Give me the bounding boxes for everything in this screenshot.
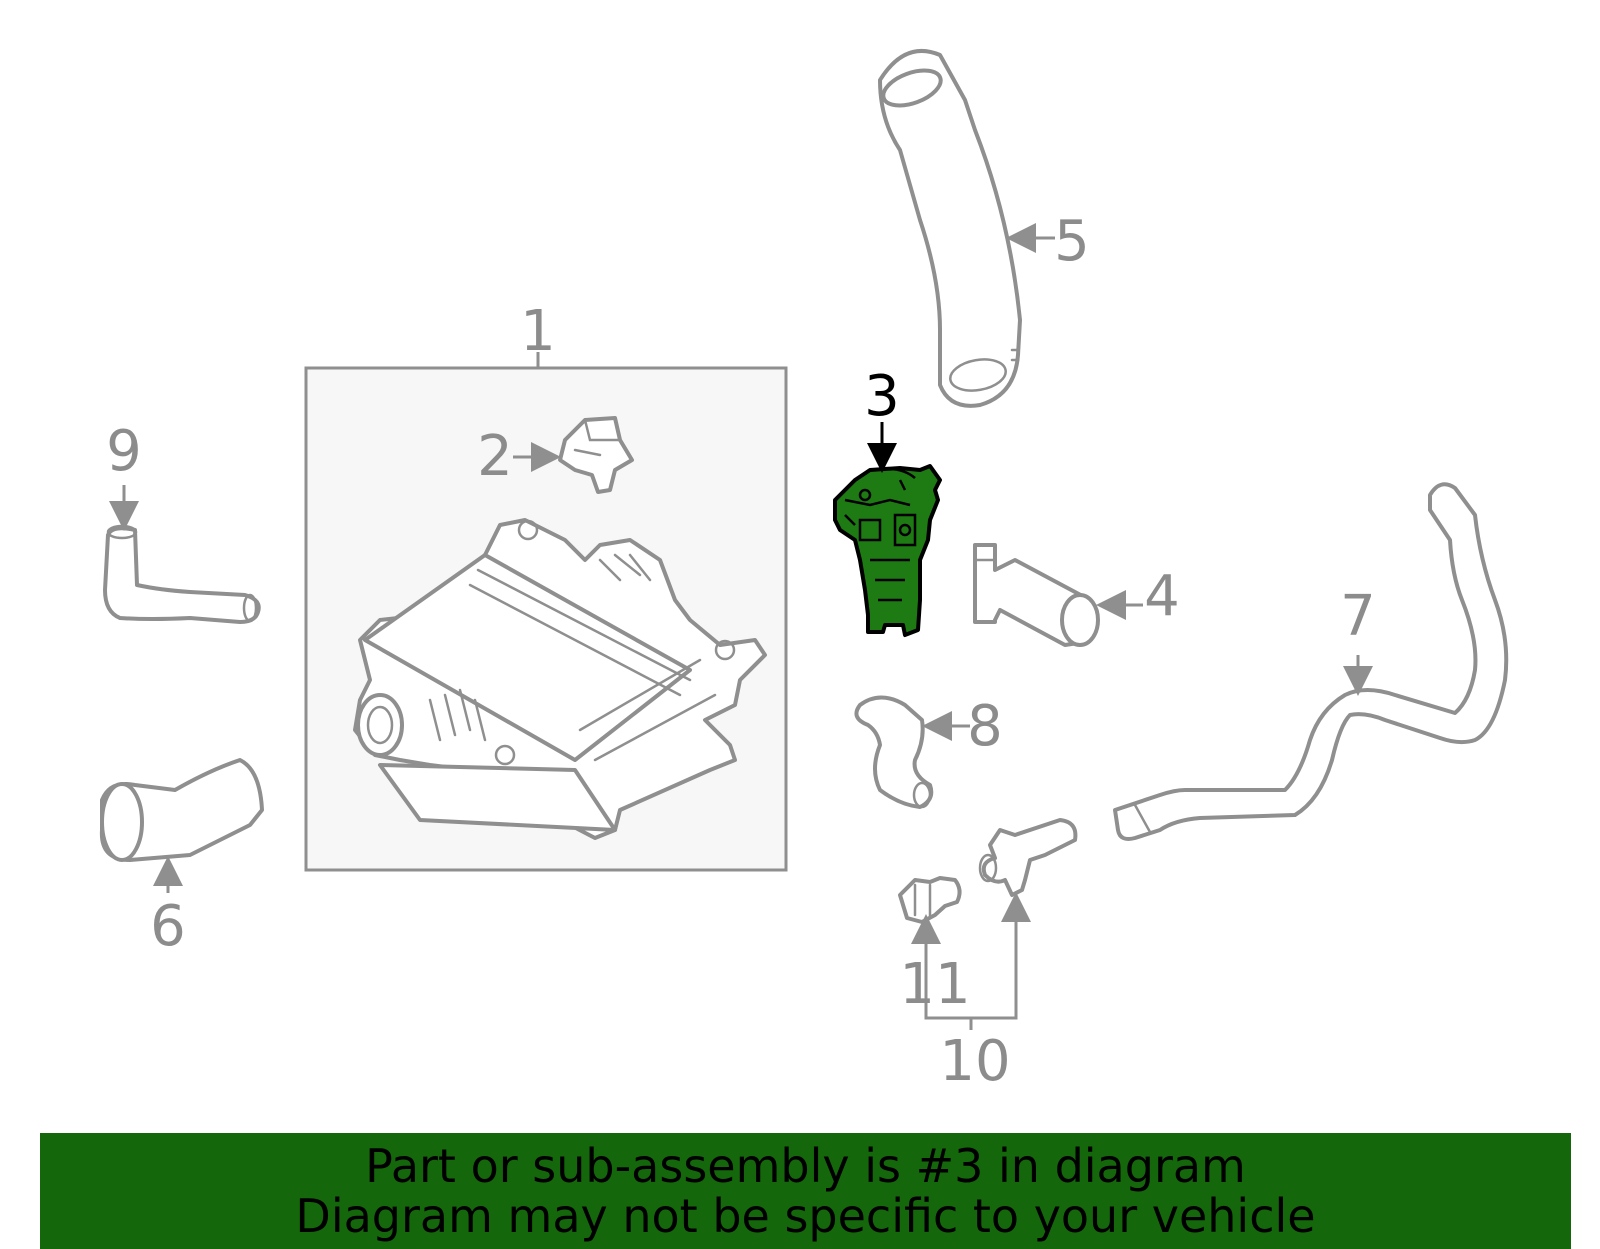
part-6-elbow-drawing: [99, 758, 264, 893]
callout-7: 7: [1340, 584, 1376, 649]
part-10-fitting-drawing: [978, 818, 1078, 897]
callout-11: 11: [899, 952, 970, 1017]
info-banner: Part or sub-assembly is #3 in diagram Di…: [40, 1133, 1571, 1249]
part-7-hose-drawing: [1113, 482, 1509, 841]
callout-8: 8: [967, 694, 1003, 759]
callout-1: 1: [520, 299, 556, 364]
banner-line-1: Part or sub-assembly is #3 in diagram: [365, 1139, 1246, 1193]
callout-2: 2: [477, 424, 513, 489]
callout-5: 5: [1054, 209, 1090, 274]
callout-4: 4: [1144, 564, 1180, 629]
callout-9: 9: [106, 419, 142, 484]
callout-6: 6: [150, 894, 186, 959]
part-11-plug-drawing: [898, 876, 962, 924]
callout-10: 10: [939, 1029, 1010, 1094]
part-3-highlighted-drawing: [833, 422, 942, 637]
part-9-hose-drawing: [103, 485, 261, 624]
part-8-hose-drawing: [854, 695, 970, 809]
banner-line-2: Diagram may not be specific to your vehi…: [295, 1189, 1316, 1243]
leader-10-11: [911, 892, 1031, 1030]
intercooler-drawing: [353, 518, 767, 840]
part-4-coupler-drawing: [973, 543, 1143, 647]
callout-3: 3: [864, 364, 900, 429]
part-5-hose-drawing: [878, 49, 1055, 408]
part-2-sensor-drawing: [513, 416, 634, 494]
